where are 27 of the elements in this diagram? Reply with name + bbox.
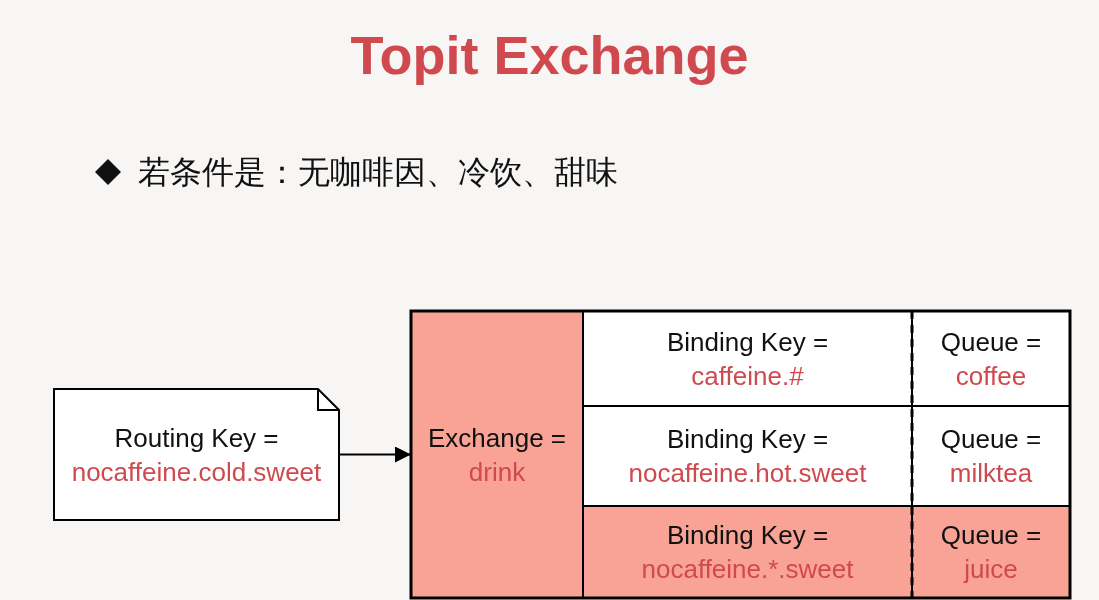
queue-cell <box>912 406 1070 506</box>
bullet-text: 若条件是：无咖啡因、冷饮、甜味 <box>138 152 618 192</box>
arrow <box>339 446 412 463</box>
binding-cell <box>583 406 912 506</box>
field-name: Routing Key = <box>114 421 279 455</box>
field-name: Queue = <box>940 325 1042 359</box>
title: Topit Exchange <box>349 24 750 87</box>
field-value: nocaffeine.cold.sweet <box>71 455 322 489</box>
field-value: nocaffeine.*.sweet <box>641 553 854 586</box>
field-name: Binding Key = <box>666 519 829 552</box>
binding-cell <box>583 506 912 598</box>
field-value: drink <box>468 455 526 489</box>
document-node <box>53 388 340 521</box>
queue-cell <box>912 311 1070 406</box>
field-name: Queue = <box>940 423 1042 456</box>
field-value: juice <box>964 553 1018 586</box>
field-value: caffeine.# <box>691 359 804 393</box>
binding-cell <box>583 311 912 406</box>
field-value: coffee <box>955 359 1027 393</box>
field-name: Binding Key = <box>666 325 829 359</box>
field-value: milktea <box>949 457 1033 490</box>
field-name: Queue = <box>940 519 1042 552</box>
field-name: Exchange = <box>427 421 567 455</box>
queue-cell <box>912 506 1070 598</box>
exchange-box <box>411 311 583 598</box>
field-value: nocaffeine.hot.sweet <box>628 457 867 490</box>
field-name: Binding Key = <box>666 423 829 456</box>
